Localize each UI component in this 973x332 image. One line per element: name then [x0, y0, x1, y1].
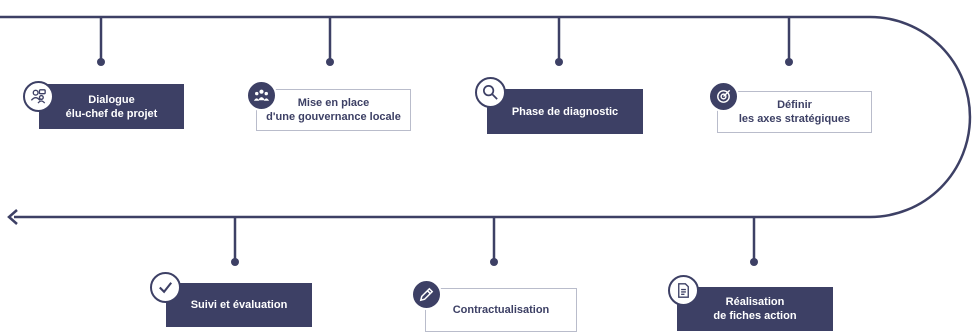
step-axes-strategiques: Définir les axes stratégiques [717, 91, 872, 133]
step-label: Suivi et évaluation [190, 299, 288, 311]
step-suivi-evaluation: Suivi et évaluation [166, 283, 312, 327]
step-label: Réalisation de fiches action [713, 296, 797, 322]
step-label: Dialogue élu-chef de projet [65, 93, 158, 120]
checkmark-icon [150, 272, 181, 303]
search-icon [475, 77, 506, 108]
step-fiches-action: Réalisation de fiches action [677, 287, 833, 331]
step-label: Définir les axes stratégiques [738, 99, 851, 125]
step-label: Mise en place d'une gouvernance locale [266, 97, 401, 123]
group-icon [246, 80, 277, 111]
target-icon [708, 81, 739, 112]
step-contractualisation: Contractualisation [425, 288, 577, 332]
users-icon [23, 81, 54, 112]
pen-icon [411, 279, 442, 310]
step-diagnostic: Phase de diagnostic [487, 89, 643, 134]
step-label: Phase de diagnostic [511, 105, 619, 118]
step-gouvernance: Mise en place d'une gouvernance locale [256, 89, 411, 131]
step-dialogue: Dialogue élu-chef de projet [39, 84, 184, 129]
step-label: Contractualisation [452, 304, 550, 316]
document-icon [668, 275, 699, 306]
